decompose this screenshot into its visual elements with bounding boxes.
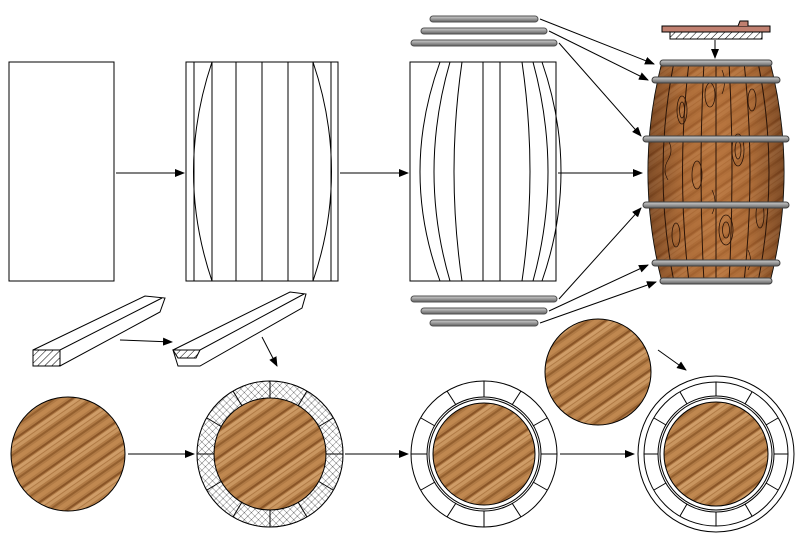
- grooved-stave: [172, 291, 307, 367]
- finished-barrel: [642, 59, 790, 285]
- segmented-ring-disc: [410, 380, 558, 528]
- barrel-hoop: [642, 135, 790, 143]
- arrow: [657, 349, 687, 371]
- arrow: [548, 264, 649, 312]
- assembled-head: [637, 375, 795, 533]
- barrel-hoop: [642, 201, 790, 209]
- barrel-hoop: [651, 259, 781, 267]
- arrow: [539, 18, 655, 65]
- barrel-hoop: [659, 277, 773, 285]
- stave-blank: [32, 295, 166, 367]
- arrow: [261, 336, 278, 367]
- hoops-bottom: [410, 295, 558, 327]
- arrow: [539, 281, 657, 324]
- barrel-hoop: [659, 59, 773, 67]
- arrow: [558, 42, 642, 137]
- wood-disc: [10, 396, 126, 512]
- barrel-lid: [661, 20, 771, 40]
- loose-disc: [544, 318, 652, 426]
- arrow: [119, 337, 173, 346]
- curved-staves: [409, 61, 562, 282]
- rectangle-board: [8, 61, 115, 282]
- arrow: [548, 30, 649, 81]
- arrow: [558, 207, 642, 300]
- hatched-ring-disc: [196, 380, 344, 528]
- hoops-top: [410, 15, 558, 47]
- barrel-hoop: [651, 76, 781, 84]
- ruled-board: [185, 61, 339, 282]
